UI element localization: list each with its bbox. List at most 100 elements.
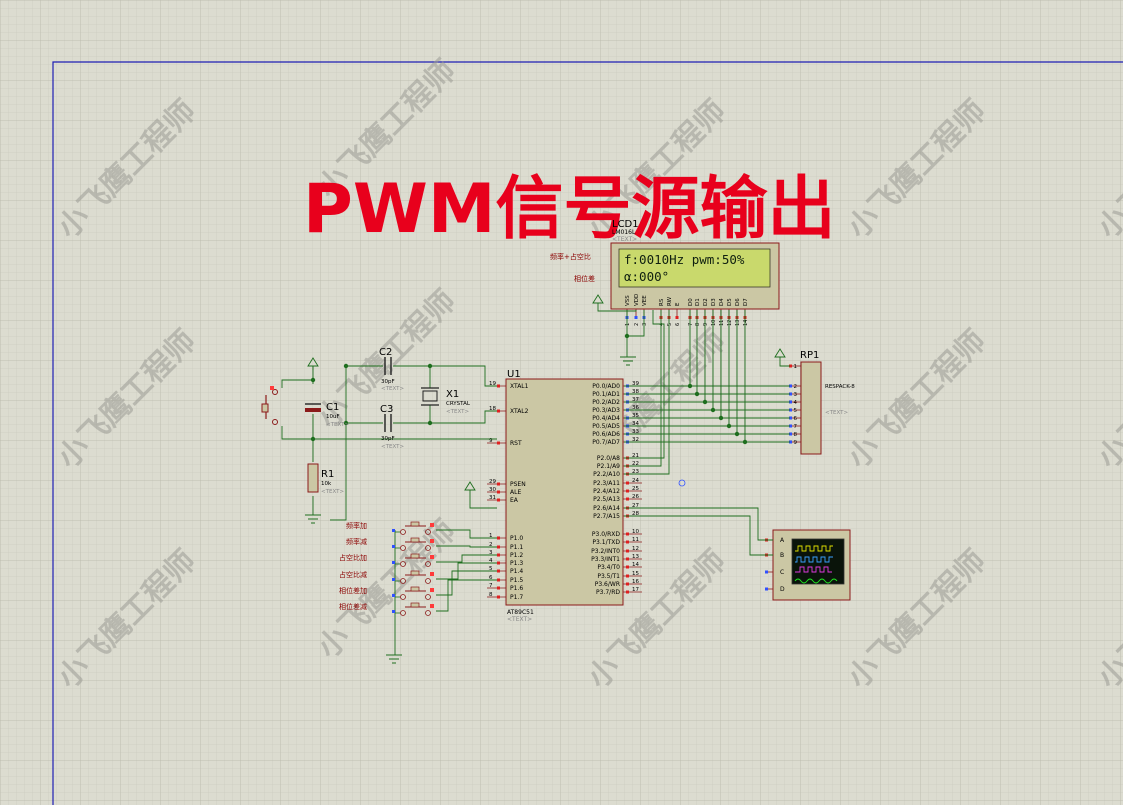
mcu-pin-name: P1.4	[510, 568, 523, 575]
scope-trace-c	[795, 566, 832, 573]
scope-channel-label: D	[780, 586, 785, 593]
mcu-pin-name: P0.6/AD6	[592, 431, 620, 438]
mcu-pin-number: 2	[489, 542, 493, 548]
capacitor-c2[interactable]: C2 30pF <TEXT>	[379, 347, 404, 392]
push-button[interactable]: 频率减	[346, 537, 434, 551]
lcd-pin-number: 14	[743, 320, 749, 326]
mcu-pin-name: P0.0/AD0	[592, 383, 620, 390]
scope-trace-a	[795, 545, 833, 552]
mcu-pin-number: 28	[632, 511, 639, 517]
c2-ref: C2	[379, 347, 392, 358]
mcu-pin-name: P3.2/INT0	[591, 548, 620, 555]
mcu-pin-name: P3.7/RD	[596, 589, 620, 596]
button-label: 相位差减	[339, 602, 367, 611]
mcu-pin-name: P2.1/A9	[597, 463, 620, 470]
mcu-pin-name: P0.2/AD2	[592, 399, 620, 406]
power-symbols	[305, 294, 786, 664]
lcd-pin-label: RW	[667, 296, 673, 306]
mcu-pin-name: P2.0/A8	[597, 455, 620, 462]
wire-junctions	[310, 333, 748, 445]
mcu-pin-name: P3.1/TXD	[592, 539, 620, 546]
crystal-x1[interactable]: X1 CRYSTAL <TEXT>	[421, 387, 471, 415]
lcd-pin-label: D2	[703, 298, 709, 306]
mcu-pin-number: 12	[632, 546, 639, 552]
mcu-pin-number: 34	[632, 421, 639, 427]
push-button[interactable]: 占空比加	[339, 553, 434, 567]
lcd-pin-label: D1	[695, 298, 701, 306]
c3-text-tag: <TEXT>	[381, 444, 404, 450]
mcu-pin-name: P2.3/A11	[593, 480, 620, 487]
mcu-pin-number: 3	[489, 550, 493, 556]
c3-ref: C3	[380, 404, 393, 415]
mcu-pin-name: P0.7/AD7	[592, 439, 620, 446]
lcd-module[interactable]: LCD1 LM016L <TEXT> f:0010Hz pwm:50% α:00…	[550, 219, 780, 326]
lcd-pin-label: VEE	[642, 295, 648, 306]
mcu-pin-name: P0.5/AD5	[592, 423, 620, 430]
lcd-note-1: 频率+占空比	[550, 252, 591, 261]
resistor-r1[interactable]: R1 10k <TEXT>	[307, 463, 344, 495]
mcu-pin-number: 16	[632, 579, 639, 585]
mcu-pin-name: P1.0	[510, 535, 523, 542]
mcu-pin-number: 7	[489, 583, 493, 589]
lcd-pin-label: E	[675, 302, 681, 306]
c2-text-tag: <TEXT>	[381, 386, 404, 392]
mcu-ref: U1	[507, 369, 521, 380]
x1-ref: X1	[446, 389, 459, 400]
push-button[interactable]: 相位差加	[339, 586, 434, 600]
capacitor-c1[interactable]: C1 10uF <TEXT>	[305, 402, 349, 428]
mcu-pin-number: 24	[632, 478, 639, 484]
r1-value: 10k	[321, 481, 332, 487]
mcu-pin-name: P3.5/T1	[597, 573, 620, 580]
mcu-pin-number: 13	[632, 554, 639, 560]
mcu-pin-number: 29	[489, 479, 496, 485]
mcu-pin-number: 19	[489, 381, 496, 387]
lcd-pin-number: 12	[727, 320, 733, 326]
x1-part: CRYSTAL	[446, 401, 471, 407]
mcu-pin-number: 21	[632, 453, 639, 459]
rp1-pin-number: 2	[794, 384, 798, 390]
lcd-pin-label: VSS	[625, 295, 631, 306]
rp1-pin-number: 3	[794, 392, 798, 398]
mcu-pin-number: 33	[632, 429, 639, 435]
mcu-pin-number: 4	[489, 558, 493, 564]
probe-marker[interactable]	[678, 479, 686, 487]
lcd-pin-number: 3	[642, 323, 648, 326]
mcu-pin-name: P2.7/A15	[593, 513, 620, 520]
mcu-pin-number: 5	[489, 566, 493, 572]
lcd-line-1: f:0010Hz pwm:50%	[624, 252, 745, 267]
mcu-pin-name: P0.4/AD4	[592, 415, 620, 422]
sheet-border	[52, 61, 1123, 805]
push-button[interactable]: 频率加	[346, 521, 434, 535]
lcd-pin-label: D7	[743, 298, 749, 306]
capacitor-c3[interactable]: C3 30pF <TEXT>	[380, 404, 404, 450]
scope-trace-b	[795, 556, 833, 563]
mcu-pin-number: 6	[489, 575, 493, 581]
push-button[interactable]: 占空比减	[339, 570, 434, 584]
mcu-pin-number: 27	[632, 503, 639, 509]
mcu-pin-number: 22	[632, 461, 639, 467]
button-label: 频率减	[346, 537, 367, 546]
rp1-body	[800, 361, 822, 455]
rp1-pin-number: 1	[794, 364, 798, 370]
lcd-ref: LCD1	[612, 219, 639, 230]
mcu-pin-name: PSEN	[510, 481, 526, 488]
push-button[interactable]: 相位差减	[339, 602, 434, 616]
lcd-text-tag: <TEXT>	[612, 236, 637, 243]
mcu-pin-number: 36	[632, 405, 639, 411]
lcd-pin-label: D5	[727, 298, 733, 306]
mcu-pin-number: 35	[632, 413, 639, 419]
reset-button[interactable]	[261, 386, 278, 425]
mcu-pin-number: 9	[489, 438, 493, 444]
mcu-pin-number: 25	[632, 486, 639, 492]
scope-channel-label: B	[780, 552, 784, 559]
mcu-pin-number: 10	[632, 529, 639, 535]
lcd-part: LM016L	[612, 229, 636, 236]
mcu-pin-number: 39	[632, 381, 639, 387]
r1-ref: R1	[321, 469, 334, 480]
